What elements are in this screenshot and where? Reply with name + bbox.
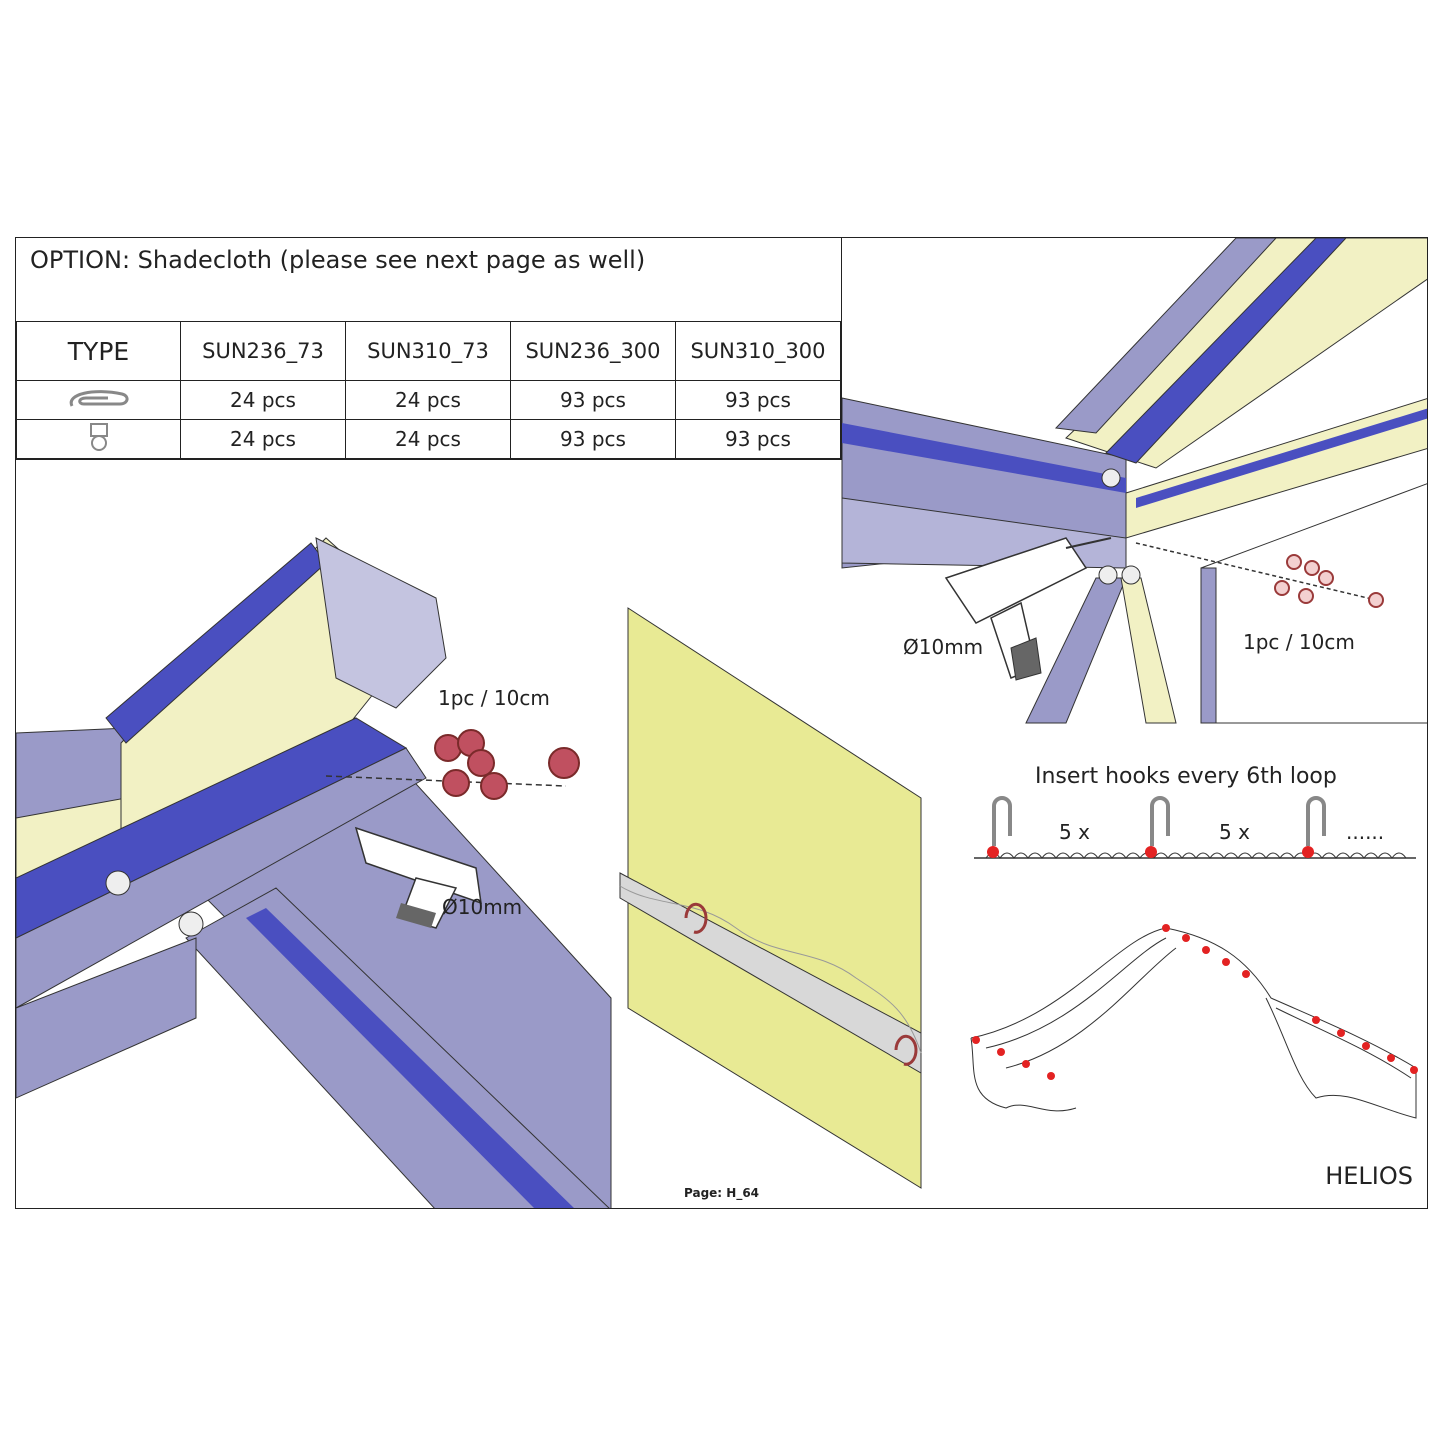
instruction-page: OPTION: Shadecloth (please see next page… [15,237,1428,1209]
insert-hooks-label: Insert hooks every 6th loop [1035,764,1337,789]
right-spacing-label: 1pc / 10cm [1243,630,1355,654]
hook-markers [972,924,1418,1080]
hook-icon [894,1034,918,1066]
table-cell: 24 pcs [345,380,511,420]
right-drill-size-label: Ø10mm [903,635,984,659]
column-header: SUN310_73 [345,321,511,381]
column-header: SUN236_300 [510,321,676,381]
column-header: SUN236_73 [180,321,346,381]
table-row: 24 pcs 24 pcs 93 pcs 93 pcs [16,380,841,420]
page-title: OPTION: Shadecloth (please see next page… [30,246,646,274]
hook-icon [684,902,708,934]
left-drill-size-label: Ø10mm [442,895,523,919]
eyelet-clips-icon [1274,554,1384,608]
column-header: SUN310_300 [675,321,841,381]
gutter-frame-closeup [16,537,612,1208]
table-cell: 24 pcs [180,380,346,420]
drill-icon [944,537,1112,681]
table-cell: 24 pcs [345,419,511,459]
left-spacing-label: 1pc / 10cm [438,686,550,710]
hook-icon [16,380,181,420]
repeat-label: 5 x [1219,820,1250,844]
assembly-illustration [16,238,1427,1208]
type-header: TYPE [16,321,181,381]
parts-table: TYPE SUN236_73 SUN310_73 SUN236_300 SUN3… [16,321,841,459]
drill-icon [354,826,482,929]
ellipsis-label: ...... [1346,820,1385,844]
hook-spacing-diagram [974,796,1416,859]
eyelet-clips-icon [434,729,580,800]
parts-box: OPTION: Shadecloth (please see next page… [16,238,842,460]
shadecloth-panel [619,607,922,1189]
table-cell: 93 pcs [675,419,841,459]
hook-icon [992,796,1326,846]
page-number: Page: H_64 [684,1186,760,1200]
eyelet-clip-icon [16,419,181,459]
table-cell: 93 pcs [675,380,841,420]
roof-frame-closeup [841,238,1427,724]
repeat-label: 5 x [1059,820,1090,844]
brand-name: HELIOS [1325,1162,1413,1190]
table-header-row: TYPE SUN236_73 SUN310_73 SUN236_300 SUN3… [16,321,841,381]
table-row: 24 pcs 24 pcs 93 pcs 93 pcs [16,419,841,459]
draped-shadecloth [970,924,1418,1119]
table-cell: 93 pcs [510,419,676,459]
table-cell: 24 pcs [180,419,346,459]
table-cell: 93 pcs [510,380,676,420]
